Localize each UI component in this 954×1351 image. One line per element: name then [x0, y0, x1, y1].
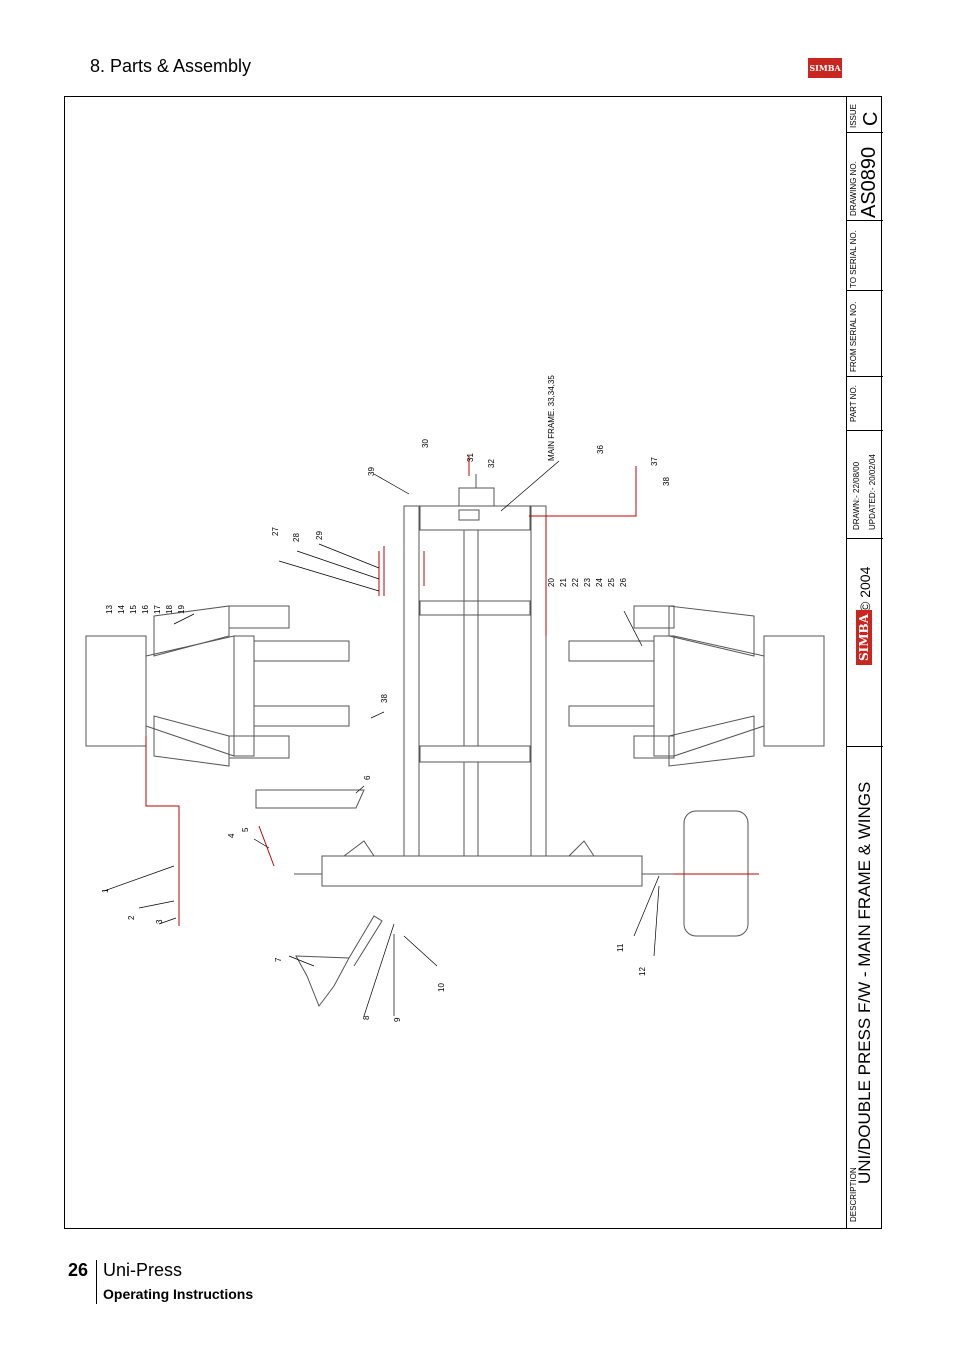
footer-divider: [96, 1260, 97, 1304]
callout-37: 37: [650, 457, 659, 466]
part-no-label: PART NO.: [849, 385, 858, 422]
callout-5: 5: [241, 827, 250, 832]
callout-11: 11: [616, 943, 625, 952]
callout-29: 29: [315, 531, 324, 540]
right-wing: [568, 605, 825, 767]
callout-23: 23: [583, 578, 592, 587]
callout-1: 1: [101, 888, 110, 893]
callout-2: 2: [127, 915, 136, 920]
axle-beam: [321, 855, 643, 887]
callout-4: 4: [227, 833, 236, 838]
headstock: [458, 487, 495, 506]
callout-16: 16: [141, 605, 150, 614]
callout-28: 28: [292, 533, 301, 542]
callout-9: 9: [393, 1017, 402, 1022]
main-frame-body: [403, 505, 547, 857]
callout-19: 19: [177, 605, 186, 614]
left-wing: [85, 605, 350, 767]
section-title: 8. Parts & Assembly: [90, 56, 252, 76]
callout-7: 7: [274, 957, 283, 962]
callout-32: 32: [487, 459, 496, 468]
callout-26: 26: [619, 578, 628, 587]
plate-7: [295, 955, 350, 1008]
drawing-description: UNI/DOUBLE PRESS F/W - MAIN FRAME & WING…: [855, 781, 874, 1184]
updated-date: UPDATED:- 20/02/04: [868, 454, 877, 530]
parts-drawing: [85, 456, 825, 1017]
bracket-6: [255, 789, 365, 809]
callout-39: 39: [367, 467, 376, 476]
callout-25: 25: [607, 578, 616, 587]
callout-36: 36: [596, 445, 605, 454]
callout-10: 10: [437, 983, 446, 992]
doc-type: Operating Instructions: [103, 1286, 254, 1302]
callout-17: 17: [153, 605, 162, 614]
product-name: Uni-Press: [103, 1260, 183, 1280]
to-serial-label: TO SERIAL NO.: [849, 230, 858, 288]
callout-24: 24: [595, 578, 604, 587]
drawing-no-value: AS0890: [858, 146, 880, 218]
issue-label: ISSUE: [849, 103, 858, 128]
title-block: [846, 96, 883, 1229]
main-frame-top: [419, 505, 531, 531]
issue-value: C: [860, 111, 882, 126]
callout-15: 15: [129, 605, 138, 614]
callout-20: 20: [547, 578, 556, 587]
callout-14: 14: [117, 605, 126, 614]
copyright: © 2004: [857, 566, 873, 612]
drawing-no-label: DRAWING NO.: [849, 161, 858, 216]
drawn-date: DRAWN:- 22/08/00: [852, 461, 861, 530]
callout-13: 13: [105, 605, 114, 614]
callout-21: 21: [559, 578, 568, 587]
page-number: 26: [68, 1260, 89, 1280]
callout-18: 18: [165, 605, 174, 614]
callout-30: 30: [421, 439, 430, 448]
from-serial-label: FROM SERIAL NO.: [849, 301, 858, 372]
callout-31: 31: [466, 453, 475, 462]
callout-8: 8: [362, 1015, 371, 1020]
description-label: DESCRIPTION: [849, 1167, 858, 1222]
callout-27: 27: [271, 527, 280, 536]
callout-38-top: 38: [662, 477, 671, 486]
callout-main-frame: MAIN FRAME. 33,34,35: [547, 375, 556, 461]
callout-6: 6: [363, 775, 372, 780]
callout-3: 3: [155, 919, 164, 924]
callout-22: 22: [571, 578, 580, 587]
callout-12: 12: [638, 967, 647, 976]
title-block-logo: SIMBA: [856, 609, 872, 665]
drawing-frame: [64, 96, 882, 1229]
brand-logo: SIMBA: [808, 58, 842, 78]
callout-38-mid: 38: [380, 694, 389, 703]
